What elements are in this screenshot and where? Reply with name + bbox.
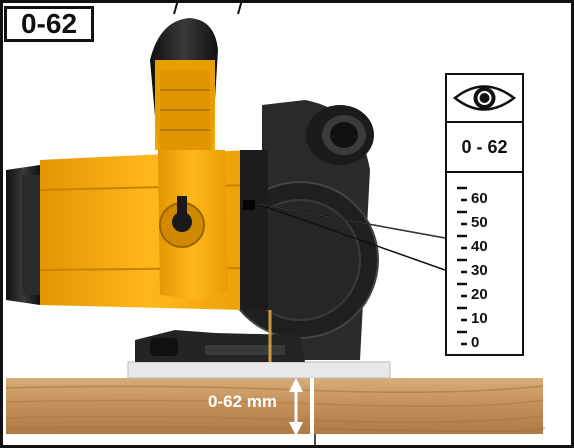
knob-screw bbox=[172, 212, 192, 232]
depth-lock-band bbox=[240, 150, 268, 310]
scale-tick-label: 0 bbox=[471, 334, 480, 351]
eye-icon bbox=[452, 85, 517, 111]
scale-tick-label: 40 bbox=[471, 238, 488, 255]
scale-tick-label: 20 bbox=[471, 286, 488, 303]
depth-scale-panel: 0 - 62 60 50 40 30 20 10 bbox=[445, 73, 524, 356]
depth-range-label: 0 - 62 bbox=[447, 123, 522, 173]
leader-line-bottom bbox=[257, 203, 446, 271]
eye-cell bbox=[447, 75, 522, 123]
depth-scale-ticks bbox=[457, 186, 467, 346]
leader-line-top bbox=[257, 203, 446, 239]
base-plate bbox=[127, 361, 391, 379]
scale-tick-label: 60 bbox=[471, 190, 488, 207]
scale-tick-label: 30 bbox=[471, 262, 488, 279]
page-title: 0-62 bbox=[4, 6, 94, 42]
scale-tick-label: 50 bbox=[471, 214, 488, 231]
motor-body bbox=[40, 150, 262, 310]
scale-tick-label: 10 bbox=[471, 310, 488, 327]
depth-dimension-label: 0-62 mm bbox=[208, 392, 277, 411]
